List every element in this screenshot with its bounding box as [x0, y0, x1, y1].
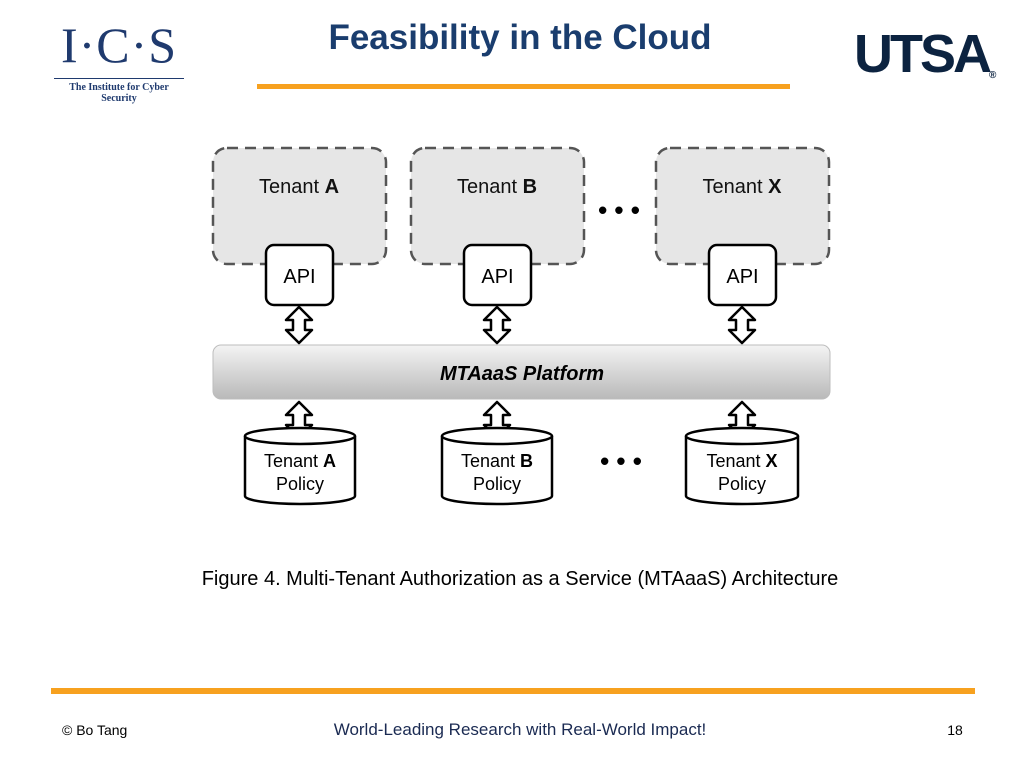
ics-logo: I·C·S The Institute for Cyber Security: [52, 16, 186, 104]
ics-logo-subtitle: The Institute for Cyber Security: [69, 82, 169, 104]
tenant-a-group: Tenant A API: [211, 146, 388, 307]
tenant-b-api-box: [462, 243, 533, 307]
policy-a-label-line1: Tenant A: [264, 451, 336, 471]
policy-a-label-line2: Policy: [276, 474, 324, 494]
policy-x-label-line1: Tenant X: [706, 451, 777, 471]
policy-x-cylinder: Tenant X Policy: [684, 426, 800, 506]
api-a-double-arrow: [284, 305, 314, 345]
tenant-x-api-box: [707, 243, 778, 307]
utsa-logo: UTSA®: [854, 26, 1009, 82]
policy-b-label-line2: Policy: [473, 474, 521, 494]
policy-b-label-line1: Tenant B: [461, 451, 533, 471]
tenant-b-group: Tenant B API: [409, 146, 586, 307]
mtaaas-platform-label: MTAaaS Platform: [440, 363, 604, 385]
policy-a-cylinder: Tenant A Policy: [243, 426, 357, 506]
api-b-double-arrow: [482, 305, 512, 345]
tenant-a-api-label: API: [283, 266, 315, 288]
tenant-x-group: Tenant X API: [654, 146, 831, 307]
footer-tagline: World-Leading Research with Real-World I…: [333, 720, 707, 739]
api-x-double-arrow: [727, 305, 757, 345]
tenant-x-api-label: API: [726, 266, 758, 288]
footer-rule: [51, 688, 975, 694]
figure-caption: Figure 4. Multi-Tenant Authorization as …: [201, 568, 839, 590]
policy-ellipsis: • • •: [600, 446, 642, 476]
tenant-a-api-box: [264, 243, 335, 307]
utsa-registered-mark: ®: [989, 70, 997, 81]
tenant-a-label: Tenant A: [259, 176, 339, 198]
policy-x-label-line2: Policy: [718, 474, 766, 494]
utsa-logo-text: UTSA: [854, 24, 992, 84]
tenant-ellipsis: • • •: [598, 195, 640, 225]
tenant-b-api-label: API: [481, 266, 513, 288]
ics-logo-letters: I·C·S: [60, 17, 178, 73]
title-underline: [257, 84, 790, 89]
footer-copyright: © Bo Tang: [62, 722, 128, 738]
ics-logo-rule: [54, 78, 184, 79]
tenant-b-label: Tenant B: [457, 176, 537, 198]
mtaaas-platform-bar: [212, 344, 831, 400]
tenant-x-label: Tenant X: [703, 176, 783, 198]
policy-b-cylinder: Tenant B Policy: [440, 426, 554, 506]
slide-title: Feasibility in the Cloud: [328, 18, 712, 57]
page-number: 18: [947, 722, 963, 738]
